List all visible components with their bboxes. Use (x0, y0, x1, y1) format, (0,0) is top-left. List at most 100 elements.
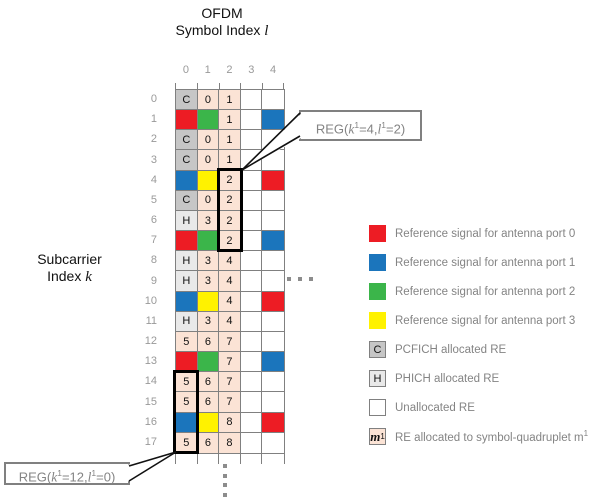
row-label-3: 3 (150, 153, 157, 166)
grid-cell-r9c1: 3 (197, 271, 220, 292)
x-axis-title: OFDM Symbol Index l (148, 5, 296, 40)
grid-cell-r14c4 (262, 372, 284, 393)
row-label-9: 9 (150, 274, 157, 287)
legend-item-1: Reference signal for antenna port 1 (369, 254, 588, 271)
grid-cell-r5c3 (240, 190, 263, 211)
grid-cell-r13c4 (262, 352, 284, 373)
grid-cell-r0c0: C (176, 90, 198, 111)
col-label-3: 3 (248, 64, 255, 76)
y-axis-title-line1: Subcarrier (37, 251, 102, 267)
legend-swatch-letter: H (373, 372, 382, 385)
v-ellipsis-dot (223, 483, 227, 487)
grid-cell-r12c0: 5 (176, 331, 198, 353)
grid-cell-r17c4 (262, 432, 284, 453)
grid-cell-r8c2: 4 (219, 251, 241, 272)
legend-swatch-phich: H (369, 370, 386, 387)
callout-b-pointer-line-bottom (128, 451, 177, 482)
grid-cell-r11c3 (240, 311, 263, 332)
axis-tick-0 (175, 83, 176, 89)
v-ellipsis-dot (223, 473, 227, 478)
grid-cell-r11c0: H (176, 311, 198, 332)
grid-cell-r7c4 (262, 231, 284, 252)
grid-cell-r0c2: 1 (219, 90, 241, 111)
grid-cell-r11c1: 3 (197, 311, 220, 332)
grid-cell-r16c1 (197, 412, 220, 433)
y-axis-title: Subcarrier Index k (12, 251, 127, 286)
callout-b-notch (127, 452, 176, 482)
grid-cell-r13c1 (197, 352, 220, 373)
grid-cell-r7c0 (176, 231, 198, 252)
grid-cell-r11c2: 4 (219, 311, 241, 332)
legend-item-3: Reference signal for antenna port 3 (369, 312, 588, 329)
partial-cell-2 (219, 454, 241, 464)
x-axis-title-line1: OFDM (201, 5, 243, 21)
col-label-4: 4 (270, 64, 277, 76)
v-ellipsis-dot (223, 464, 227, 468)
row-label-15: 15 (144, 395, 157, 408)
axis-tick-2 (218, 83, 220, 89)
grid-cell-r3c3 (240, 150, 263, 171)
legend-swatch-letter: C (373, 343, 382, 356)
reg-outline-a (216, 168, 243, 252)
col-label-0: 0 (182, 64, 189, 76)
grid-cell-r6c3 (240, 210, 263, 232)
legend-item-4: C PCFICH allocated RE (369, 341, 588, 358)
grid-cell-r1c4 (262, 110, 284, 131)
grid-cell-r9c2: 4 (219, 271, 241, 292)
grid-cell-r8c3 (240, 251, 263, 272)
grid-cell-r2c0: C (176, 130, 198, 151)
grid-cell-r10c3 (240, 291, 263, 312)
v-ellipsis-dot (223, 492, 227, 497)
axis-tick-5 (283, 83, 284, 89)
legend-label-sup: 1 (583, 429, 589, 439)
legend-item-2: Reference signal for antenna port 2 (369, 283, 588, 300)
grid-cell-r0c1: 0 (197, 90, 220, 111)
grid-cell-r4c3 (240, 170, 263, 191)
h-ellipsis-dot (309, 277, 313, 281)
grid-cell-r1c2: 1 (219, 110, 241, 131)
row-label-1: 1 (150, 113, 157, 126)
grid-cell-r0c3 (240, 90, 263, 111)
row-label-0: 0 (150, 93, 157, 105)
legend-label-4: PCFICH allocated RE (395, 343, 507, 356)
grid-cell-r5c4 (262, 190, 284, 211)
grid-cell-r12c2: 7 (219, 331, 241, 353)
grid-cell-r3c0: C (176, 150, 198, 171)
legend-item-0: Reference signal for antenna port 0 (369, 225, 588, 242)
grid-cell-r2c3 (240, 130, 263, 151)
y-axis-title-line2: Index k (47, 268, 92, 285)
grid-cell-r15c1: 6 (197, 392, 220, 413)
axis-tick-3 (240, 83, 242, 89)
grid-cell-r3c4 (262, 150, 284, 171)
partial-cell-4 (262, 454, 284, 464)
grid-cell-r1c3 (240, 110, 263, 131)
grid-cell-r7c3 (240, 231, 263, 252)
symbol-index-variable: l (264, 23, 269, 39)
grid-cell-r17c2: 8 (219, 432, 241, 453)
partial-cell-3 (241, 454, 263, 464)
row-label-12: 12 (144, 335, 157, 348)
grid-cell-r2c1: 0 (197, 130, 220, 151)
legend-item-6: Unallocated RE (369, 399, 588, 416)
grid-cell-r13c2: 7 (219, 352, 241, 373)
row-label-14: 14 (144, 375, 157, 388)
grid-cell-r17c3 (240, 432, 263, 453)
grid-cell-r8c0: H (176, 251, 198, 272)
axis-tick-4 (262, 83, 264, 89)
legend-swatch-sup: 1 (380, 432, 385, 441)
grid-cell-r6c4 (262, 210, 284, 232)
row-label-10: 10 (144, 294, 157, 307)
partial-cell-0 (176, 454, 198, 464)
legend-swatch-red (369, 225, 386, 242)
grid-cell-r15c4 (262, 392, 284, 413)
grid-cell-r9c0: H (176, 271, 198, 292)
legend-swatch-yellow (369, 312, 386, 329)
h-ellipsis-dot (287, 277, 291, 281)
row-label-8: 8 (150, 254, 157, 267)
grid-cell-r16c2: 8 (219, 412, 241, 433)
row-label-7: 7 (150, 234, 157, 247)
legend-label-7: RE allocated to symbol-quadruplet m1 (395, 429, 589, 444)
row-label-16: 16 (144, 415, 157, 428)
axis-tick-1 (196, 83, 198, 89)
